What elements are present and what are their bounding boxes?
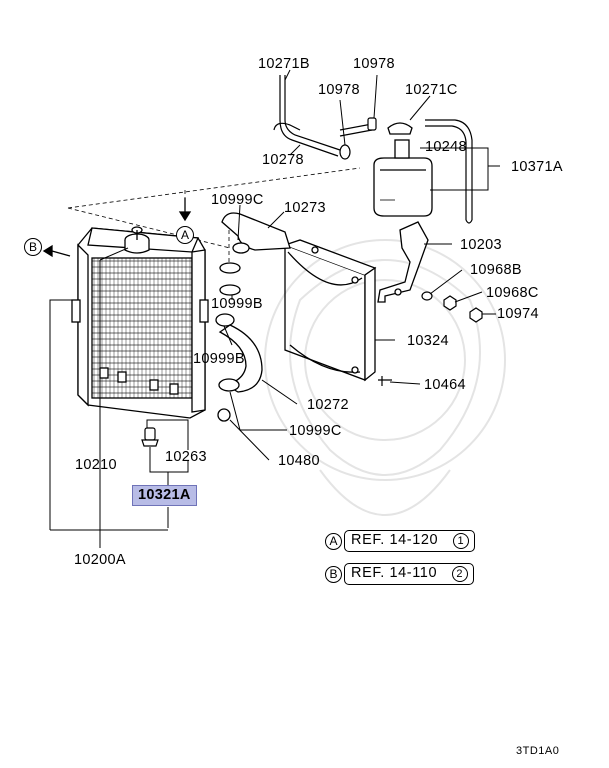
bracket (377, 221, 429, 303)
fasteners (378, 291, 483, 386)
reference-b-marker: B (325, 565, 342, 583)
part-label-10371A: 10371A (511, 159, 563, 175)
reference-b-text: REF. 14-110 (351, 565, 438, 581)
part-label-10999C-bot: 10999C (289, 423, 342, 439)
reference-b-number: 2 (451, 566, 468, 582)
part-label-10968C: 10968C (486, 285, 539, 301)
part-label-10974: 10974 (497, 306, 539, 322)
marker-a: A (176, 226, 194, 244)
part-label-10271C: 10271C (405, 82, 458, 98)
part-label-10464: 10464 (424, 377, 466, 393)
fan-shroud (284, 239, 377, 382)
leader-lines (49, 69, 500, 548)
part-label-10324: 10324 (407, 333, 449, 349)
reference-b-box[interactable]: REF. 14-110 2 (344, 563, 474, 585)
reference-a-text: REF. 14-120 (351, 532, 439, 548)
part-label-10999B-b: 10999B (193, 351, 245, 367)
reference-a: A REF. 14-120 1 (325, 530, 475, 552)
part-label-10271B: 10271B (258, 56, 310, 72)
part-label-10200A: 10200A (74, 552, 126, 568)
hose-clamps-top (339, 117, 377, 160)
upper-hose (219, 212, 291, 296)
part-label-10480: 10480 (278, 453, 320, 469)
part-label-10203: 10203 (460, 237, 502, 253)
radiator (71, 226, 209, 419)
watermark (264, 239, 506, 516)
reference-a-marker: A (325, 532, 342, 550)
part-label-10248: 10248 (425, 139, 467, 155)
part-label-10978-a: 10978 (353, 56, 395, 72)
reserve-tank (373, 122, 433, 217)
reference-a-number: 1 (452, 533, 469, 549)
part-label-10210: 10210 (75, 457, 117, 473)
lower-hose (215, 313, 263, 422)
part-label-10999B-a: 10999B (211, 296, 263, 312)
overflow-hoses (273, 75, 473, 224)
reference-b: B REF. 14-110 2 (325, 563, 474, 585)
part-label-10999C-top: 10999C (211, 192, 264, 208)
part-label-10968B: 10968B (470, 262, 522, 278)
diagram-code: 3TD1A0 (516, 745, 560, 757)
reference-a-box[interactable]: REF. 14-120 1 (344, 530, 475, 552)
part-label-10321A-highlighted[interactable]: 10321A (132, 485, 197, 506)
direction-arrows (42, 198, 192, 258)
part-label-10978-b: 10978 (318, 82, 360, 98)
marker-b: B (24, 238, 42, 256)
part-label-10263: 10263 (165, 449, 207, 465)
drain-cock (141, 427, 159, 447)
part-label-10273: 10273 (284, 200, 326, 216)
part-label-10278: 10278 (262, 152, 304, 168)
part-label-10272: 10272 (307, 397, 349, 413)
